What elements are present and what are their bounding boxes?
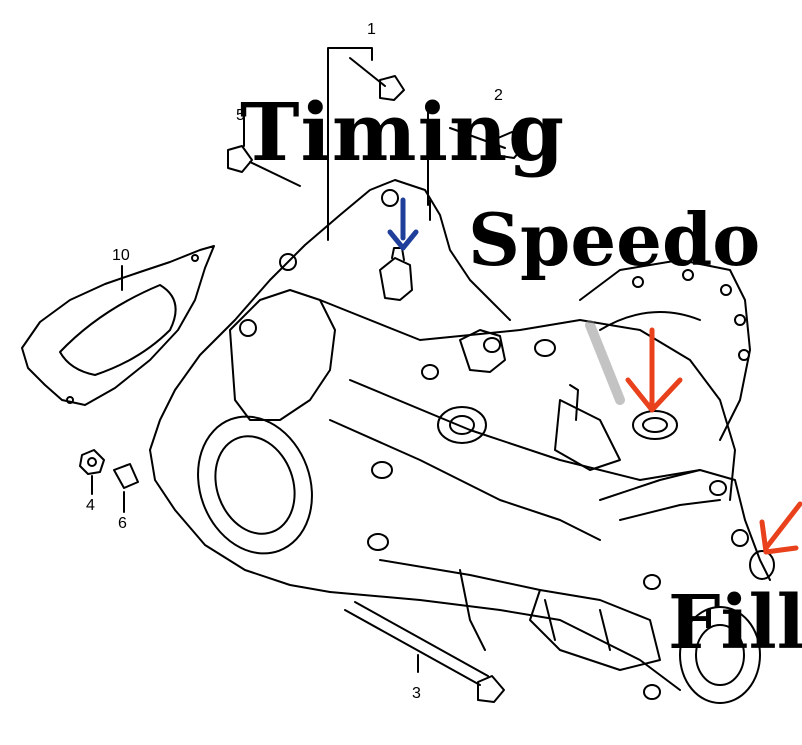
sleeve-6 — [113, 463, 139, 513]
timing-port — [379, 247, 413, 301]
callout-6: 6 — [118, 515, 127, 532]
bolt-5 — [227, 111, 301, 187]
callout-1: 1 — [367, 21, 376, 38]
speedo-drive-hub — [554, 384, 678, 471]
nut-4 — [79, 449, 105, 495]
callout-3: 3 — [412, 685, 421, 702]
callout-10: 10 — [112, 247, 130, 264]
timing-label: Timing — [240, 85, 566, 179]
gearbox-case — [319, 299, 736, 691]
shift-bracket — [459, 569, 661, 671]
fill-label: Fill — [668, 580, 802, 666]
stud-3 — [344, 601, 505, 703]
callout-2: 2 — [494, 87, 503, 104]
dust-shield — [21, 245, 215, 406]
speedo-arrow-icon — [625, 327, 683, 413]
speedo-label: Speedo — [468, 197, 761, 282]
fill-plug-area — [599, 469, 775, 704]
callout-5: 5 — [236, 107, 245, 124]
fill-arrow-icon — [759, 501, 802, 555]
bell-housing — [149, 179, 511, 593]
bolt-2 — [427, 109, 525, 206]
timing-arrow-icon — [387, 197, 419, 251]
rear-cover — [579, 259, 751, 441]
bolt-1 — [327, 47, 431, 241]
callout-4: 4 — [86, 497, 95, 514]
